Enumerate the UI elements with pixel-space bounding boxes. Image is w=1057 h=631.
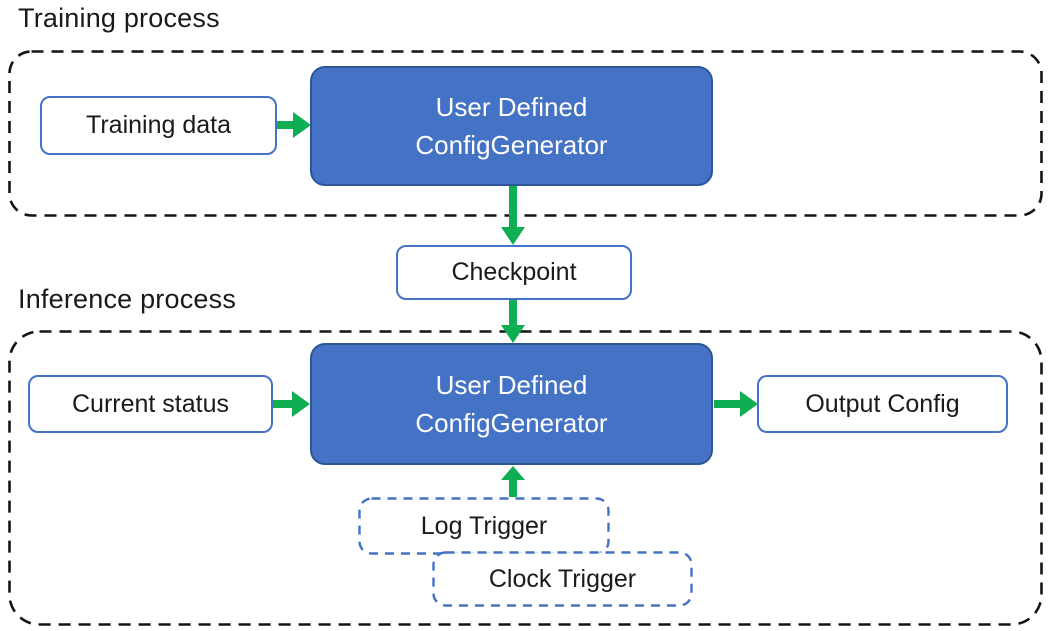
training-process-container: [8, 50, 1043, 217]
inference-process-label: Inference process: [18, 284, 237, 314]
clock-trigger-label: Clock Trigger: [488, 564, 637, 593]
current-status-label: Current status: [71, 389, 229, 418]
inference-process-container: [8, 330, 1043, 626]
arrow-checkpoint-to-inference-generator: [501, 300, 525, 343]
training-data-label: Training data: [86, 111, 231, 139]
output-config-node: Output Config: [757, 375, 1008, 433]
log-trigger-label: Log Trigger: [420, 511, 548, 540]
arrow-generator-to-checkpoint: [501, 186, 525, 245]
arrow-training-data-to-generator: [277, 112, 311, 138]
training-process-label: Training process: [18, 3, 220, 33]
current-status-node: Current status: [28, 375, 273, 433]
inference-generator-node: User Defined ConfigGenerator: [310, 343, 713, 465]
training-generator-label-line1: User Defined: [435, 92, 588, 122]
log-trigger-node: Log Trigger: [358, 497, 610, 555]
clock-trigger-node: Clock Trigger: [432, 551, 693, 607]
training-generator-label-line2: ConfigGenerator: [415, 130, 608, 160]
inference-generator-label-line1: User Defined: [435, 370, 588, 400]
arrow-current-status-to-generator: [272, 391, 310, 417]
arrow-triggers-to-generator: [501, 466, 525, 497]
clock-trigger-border: [432, 551, 693, 607]
checkpoint-node: Checkpoint: [396, 245, 632, 300]
output-config-label: Output Config: [805, 389, 960, 418]
training-generator-node: User Defined ConfigGenerator: [310, 66, 713, 186]
checkpoint-label: Checkpoint: [451, 258, 577, 286]
training-data-node: Training data: [40, 96, 277, 155]
arrow-generator-to-output-config: [714, 391, 758, 417]
inference-generator-label-line2: ConfigGenerator: [415, 408, 608, 438]
